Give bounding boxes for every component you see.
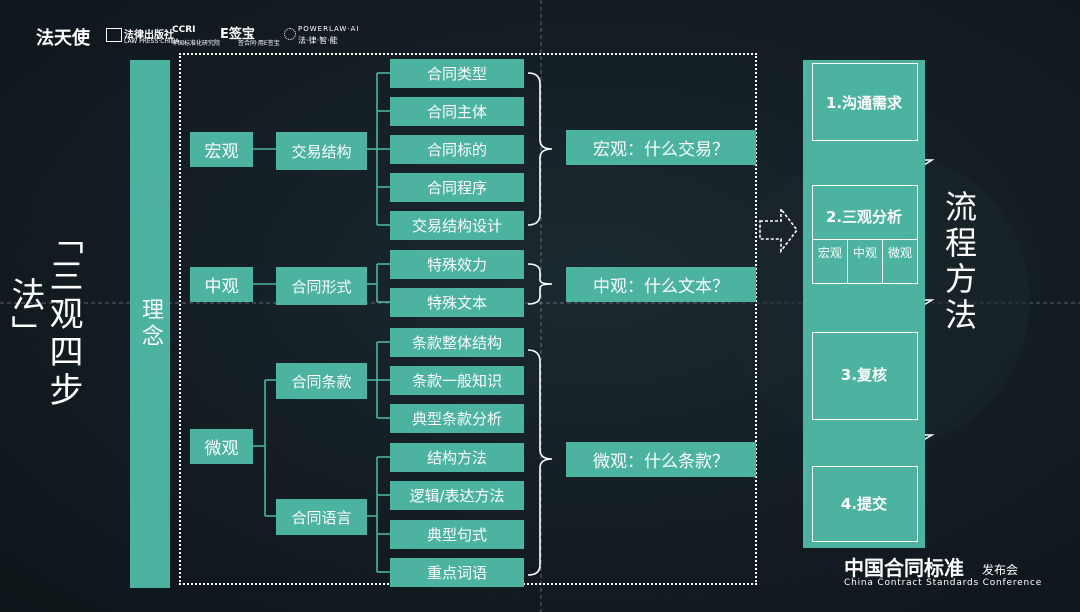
step-2-label: 2.三观分析 — [825, 208, 903, 226]
subgroup-transaction-structure: 交易结构 — [276, 132, 367, 170]
step-box-1 — [812, 63, 918, 141]
level-meso: 中观 — [190, 267, 253, 302]
level-macro: 宏观 — [190, 132, 253, 167]
item-clause-knowledge: 条款一般知识 — [390, 366, 524, 395]
level-micro: 微观 — [190, 429, 253, 464]
step-box-2 — [812, 185, 918, 284]
item-contract-type: 合同类型 — [390, 59, 524, 88]
subgroup-contract-form: 合同形式 — [276, 267, 367, 305]
step-box-3 — [812, 332, 918, 420]
item-special-text: 特殊文本 — [390, 288, 524, 317]
four-step-method-title: 「三观四步法」 — [5, 220, 83, 410]
question-macro: 宏观：什么交易？ — [566, 130, 756, 165]
conference-title: 中国合同标准 — [844, 556, 964, 580]
item-transaction-design: 交易结构设计 — [390, 211, 524, 240]
step-4-label: 4.提交 — [840, 495, 888, 513]
item-logic-method: 逻辑/表达方法 — [390, 481, 524, 510]
concept-bar: 理念 — [130, 60, 170, 588]
item-structure-method: 结构方法 — [390, 443, 524, 472]
item-contract-procedure: 合同程序 — [390, 173, 524, 202]
powerlaw-icon — [284, 28, 296, 40]
item-typical-sentence: 典型句式 — [390, 520, 524, 549]
step-1-label: 1.沟通需求 — [825, 94, 903, 112]
item-clause-analysis: 典型条款分析 — [390, 404, 524, 433]
step-3-label: 3.复核 — [840, 366, 888, 384]
step-2-sub-macro: 宏观 — [817, 246, 842, 260]
conference-title-suffix: 发布会 — [982, 563, 1019, 577]
conference-subtitle: China Contract Standards Conference — [844, 578, 1043, 588]
law-press-icon — [106, 28, 122, 42]
question-micro: 微观：什么条款？ — [566, 442, 756, 477]
subgroup-contract-clauses: 合同条款 — [276, 363, 367, 399]
item-special-effect: 特殊效力 — [390, 250, 524, 279]
item-contract-party: 合同主体 — [390, 97, 524, 126]
question-meso: 中观：什么文本？ — [566, 267, 756, 302]
item-contract-object: 合同标的 — [390, 135, 524, 164]
step-2-sub-row: 宏观 中观 微观 — [812, 239, 918, 283]
item-key-words: 重点词语 — [390, 558, 524, 587]
subgroup-contract-language: 合同语言 — [276, 499, 367, 535]
step-box-4 — [812, 466, 918, 542]
item-clause-structure: 条款整体结构 — [390, 328, 524, 357]
process-method-title: 流程方法 — [940, 190, 978, 334]
step-2-sub-meso: 中观 — [852, 246, 877, 260]
step-2-sub-micro: 微观 — [887, 246, 912, 260]
fatianshi-logo: 法天使 — [36, 28, 90, 49]
